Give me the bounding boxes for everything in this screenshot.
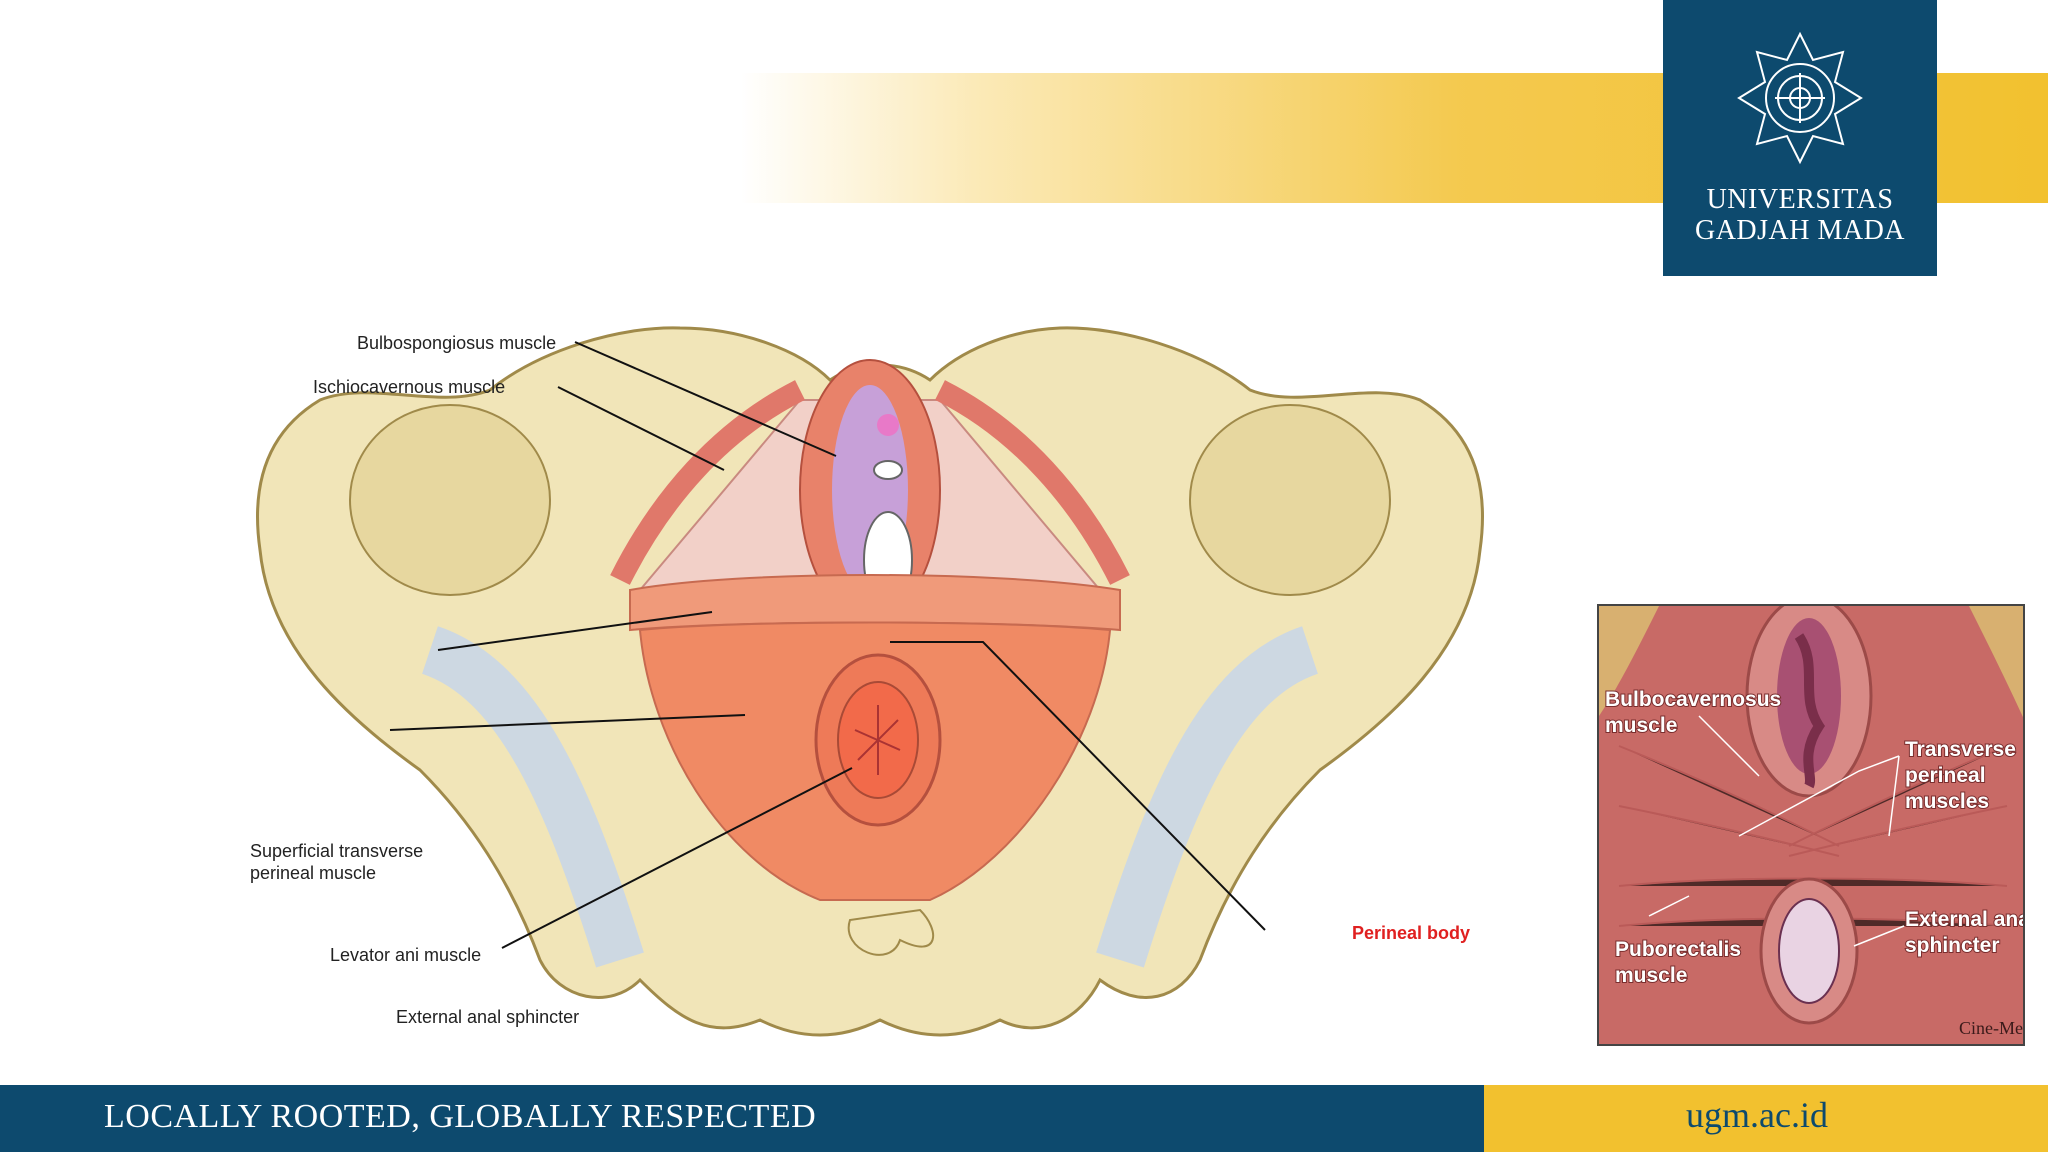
label-levator-ani: Levator ani muscle xyxy=(330,945,481,965)
inset-label-transverse-2: perineal xyxy=(1905,764,1986,787)
footer-motto-bar xyxy=(0,1085,1484,1152)
label-perineal-body: Perineal body xyxy=(1352,923,1470,943)
university-name-line2: GADJAH MADA xyxy=(1694,215,1906,246)
inset-label-external-anal-1: External anal xyxy=(1905,908,2025,931)
inset-signature: Cine-Med xyxy=(1959,1018,2025,1038)
label-superficial-transverse-line2: perineal muscle xyxy=(250,863,376,883)
label-external-anal-sphincter: External anal sphincter xyxy=(396,1007,579,1027)
inset-illustration: Bulbocavernosus muscle Transverse perine… xyxy=(1597,604,2025,1046)
inset-perineum-drawing: Bulbocavernosus muscle Transverse perine… xyxy=(1599,606,2025,1044)
university-name-line1: UNIVERSITAS xyxy=(1706,184,1894,215)
label-superficial-transverse-line1: Superficial transverse xyxy=(250,841,423,861)
inset-label-puborectalis-2: muscle xyxy=(1615,964,1687,987)
footer-url: ugm.ac.id xyxy=(1686,1095,1828,1135)
pelvic-floor-illustration: Bulbospongiosus muscle Ischiocavernous m… xyxy=(250,326,1484,1037)
inset-label-external-anal-2: sphincter xyxy=(1905,934,2000,957)
footer-motto: LOCALLY ROOTED, GLOBALLY RESPECTED xyxy=(104,1098,817,1135)
inset-label-bulbocavernosus-1: Bulbocavernosus xyxy=(1605,688,1781,711)
label-bulbospongiosus: Bulbospongiosus muscle xyxy=(357,333,556,353)
inset-label-bulbocavernosus-2: muscle xyxy=(1605,714,1677,737)
inset-label-transverse-1: Transverse xyxy=(1905,738,2016,761)
university-logo: UNIVERSITAS GADJAH MADA xyxy=(1663,0,1937,276)
inset-label-puborectalis-1: Puborectalis xyxy=(1615,938,1741,961)
footer-url-bar xyxy=(1484,1085,2048,1152)
ugm-emblem-icon xyxy=(1737,31,1863,165)
inset-label-transverse-3: muscles xyxy=(1905,790,1989,813)
label-ischiocavernous: Ischiocavernous muscle xyxy=(313,377,505,397)
